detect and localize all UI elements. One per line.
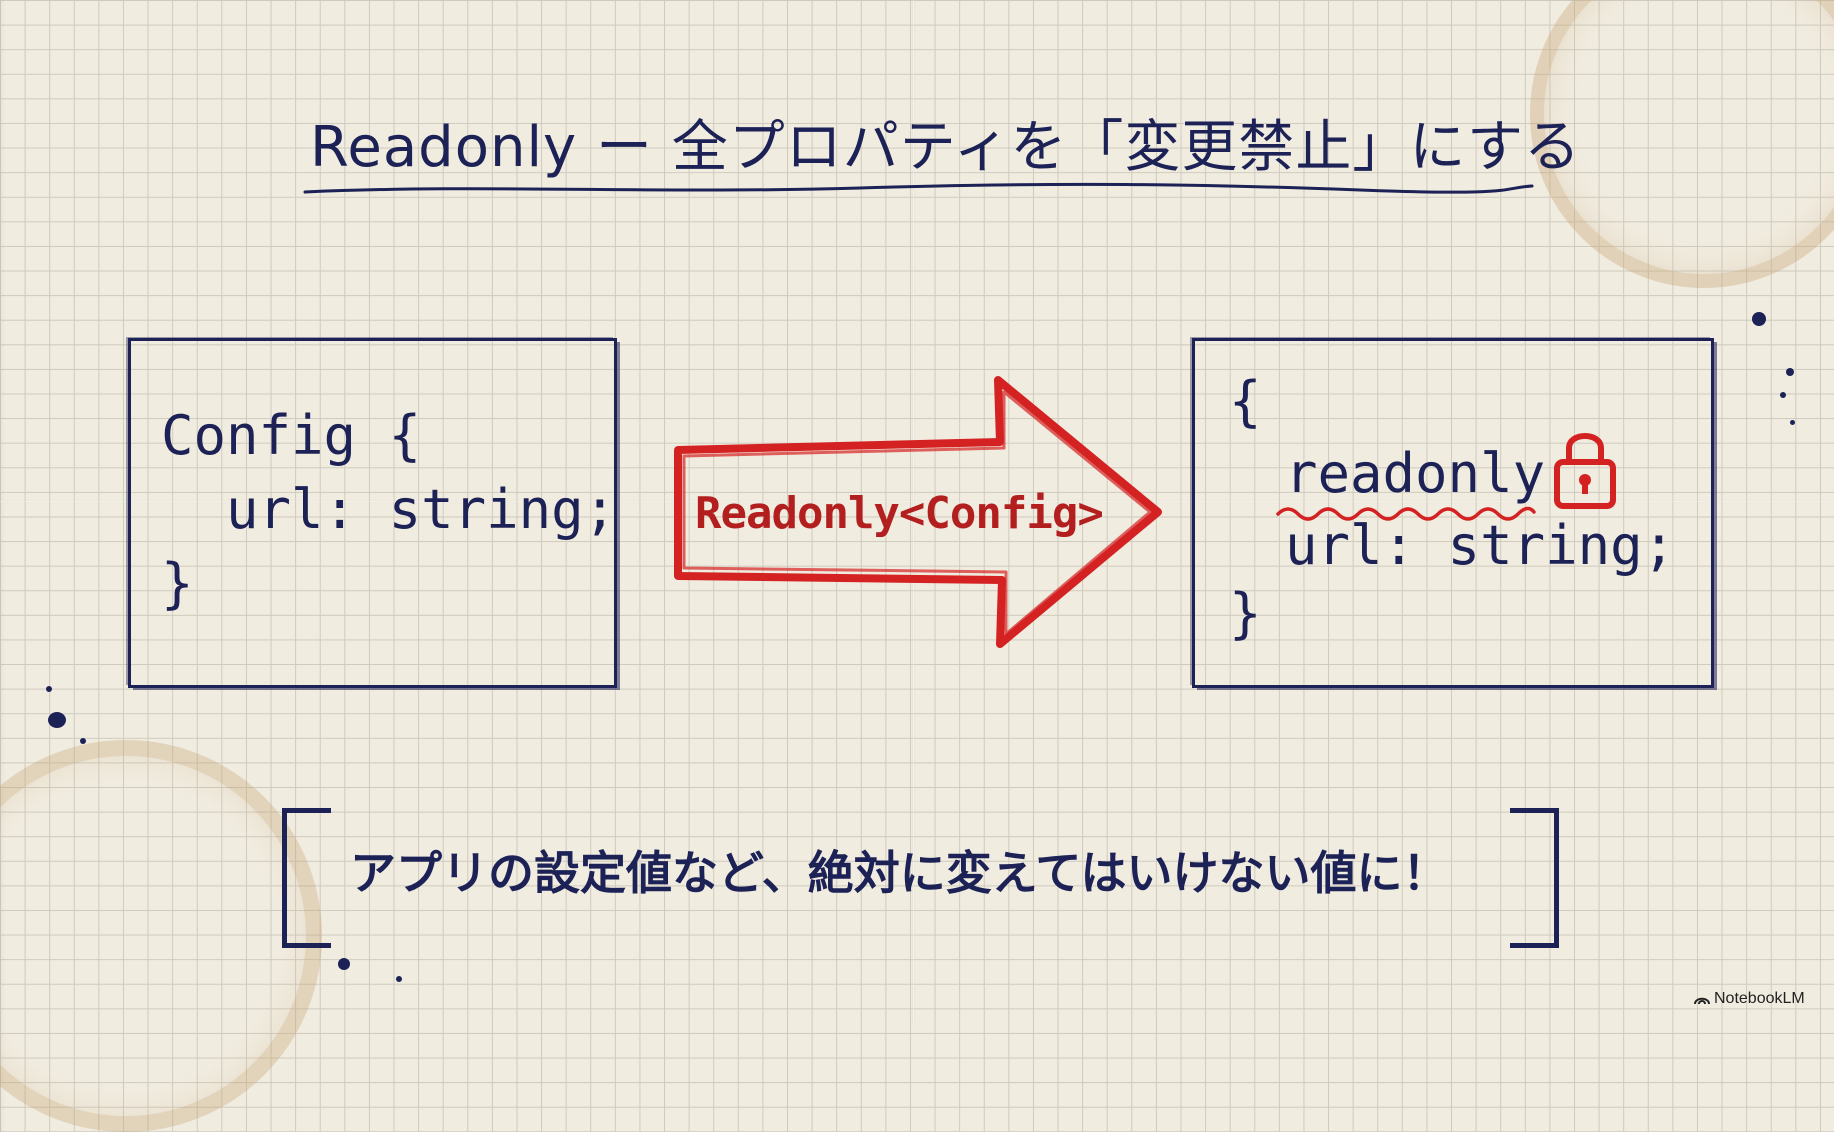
before-code-line-1: Config { <box>161 404 422 467</box>
readonly-wavy-underline <box>1276 506 1536 521</box>
transform-arrow <box>674 376 1162 648</box>
ink-splatter <box>1790 420 1795 425</box>
before-type-box: Config { url: string; } <box>128 338 617 688</box>
lock-icon <box>1554 433 1616 509</box>
after-type-box: { readonly url: string; } <box>1192 338 1714 688</box>
after-code-line-3: url: string; <box>1285 514 1676 577</box>
usage-callout: アプリの設定値など、絶対に変えてはいけない値に！ <box>350 846 1449 900</box>
ink-splatter <box>48 712 66 728</box>
paper-fold-horizontal <box>0 500 1834 503</box>
after-code-readonly: readonly <box>1285 442 1546 505</box>
ink-splatter <box>1780 392 1786 398</box>
ink-splatter <box>1752 312 1766 326</box>
arrow-label: Readonly<Config> <box>695 488 1104 539</box>
after-code-line-4: } <box>1229 582 1262 645</box>
before-code-line-2: url: string; <box>161 478 617 541</box>
coffee-stain-bottom-left <box>0 740 322 1132</box>
before-code-line-3: } <box>161 552 194 615</box>
page-title: Readonly ー 全プロパティを「変更禁止」にする <box>310 115 1581 180</box>
ink-splatter <box>396 976 402 982</box>
ink-splatter <box>1786 368 1794 376</box>
notebooklm-logo-icon <box>1694 997 1710 1005</box>
brand-label: NotebookLM <box>1714 990 1805 1007</box>
ink-splatter <box>80 738 86 744</box>
title-underline <box>303 182 1534 194</box>
paper-fold-vertical <box>912 0 915 1024</box>
ink-splatter <box>46 686 52 692</box>
callout-bracket-left <box>282 808 331 948</box>
ink-splatter <box>338 958 350 970</box>
after-code-line-1: { <box>1229 370 1262 433</box>
callout-bracket-right <box>1510 808 1559 948</box>
